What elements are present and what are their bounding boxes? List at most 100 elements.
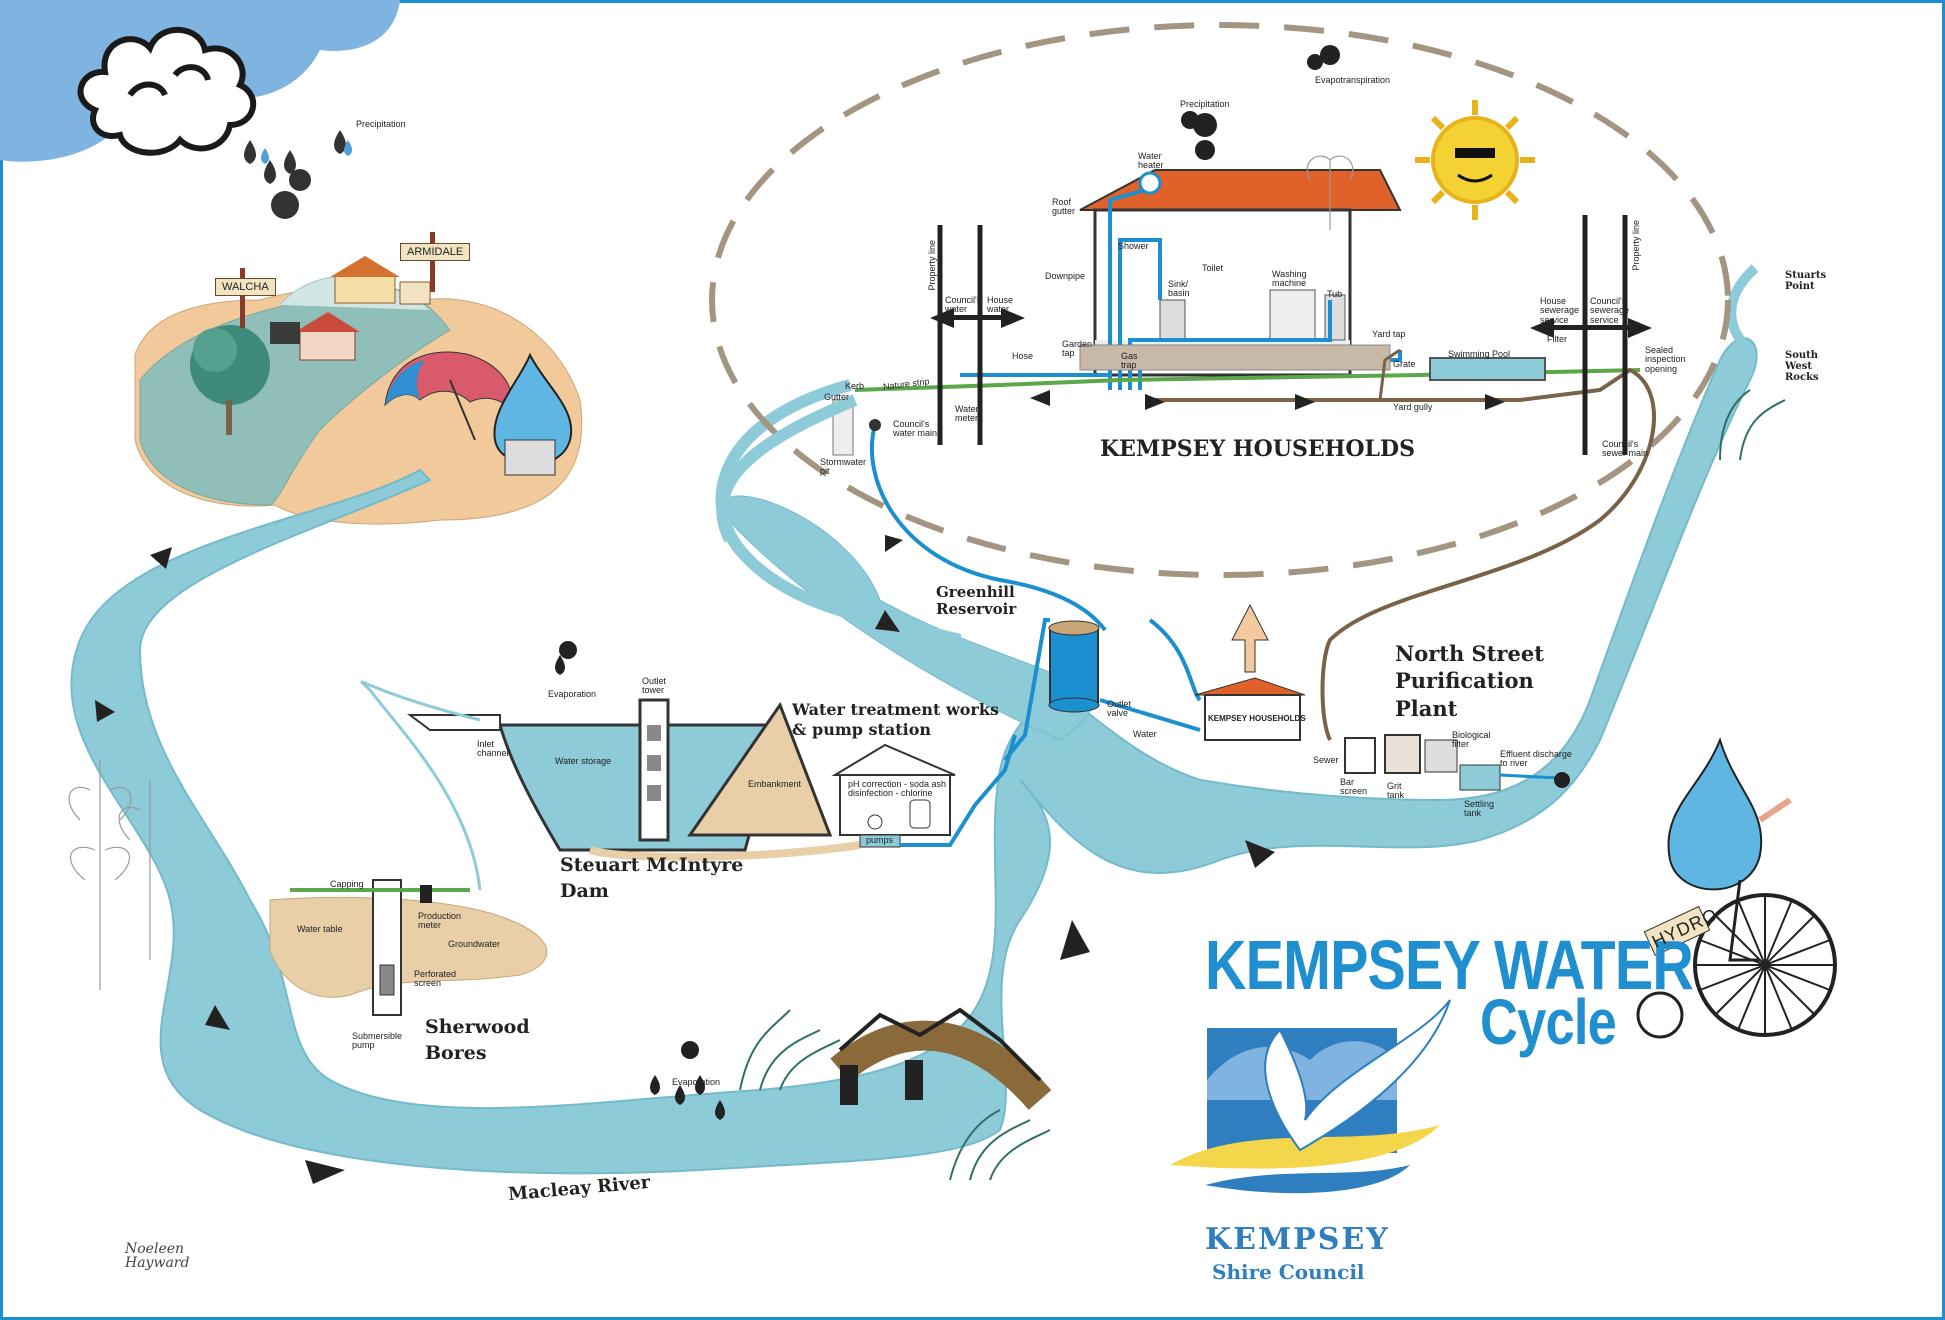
bridge-icon	[830, 1007, 1052, 1110]
heading-treatment: Water treatment works & pump station	[792, 700, 999, 739]
tree-outline-icons	[68, 155, 1354, 990]
label-filter: Filter	[1547, 334, 1567, 344]
heading-households: KEMPSEY HOUSEHOLDS	[1100, 436, 1415, 462]
label-grate: Grate	[1393, 359, 1416, 369]
label-toilet: Toilet	[1202, 263, 1224, 273]
heading-south-west-rocks: South West Rocks	[1785, 350, 1819, 383]
label-house-water: House water	[987, 295, 1014, 315]
artist-signature: Noeleen Hayward	[125, 1241, 190, 1271]
armidale-post	[430, 232, 435, 292]
treatment-works	[831, 743, 956, 848]
label-evaporation-river: Evaporation	[672, 1077, 721, 1087]
label-outlet-valve: Outlet valve	[1107, 699, 1132, 719]
swimming-pool	[1429, 357, 1546, 381]
label-councils-sewer-main: Council's sewer main	[1602, 439, 1649, 459]
sign-armidale: ARMIDALE	[400, 243, 471, 261]
up-arrow	[1231, 603, 1269, 673]
sun-icon	[1415, 100, 1535, 220]
label-water-meter: Water meter	[955, 404, 979, 424]
bore-pipe	[360, 680, 482, 891]
heading-bores: Sherwood Bores	[425, 1016, 530, 1064]
poster-subtitle: Cycle	[1480, 986, 1617, 1058]
label-house-sewerage: House sewerage service	[1540, 296, 1580, 325]
sign-walcha: WALCHA	[215, 278, 276, 296]
label-sealed-inspection: Sealed inspection opening	[1645, 345, 1686, 374]
label-effluent-discharge: Effluent discharge to river	[1500, 749, 1572, 769]
council-name: KEMPSEY	[1205, 1222, 1390, 1257]
label-pumps: pumps	[866, 835, 894, 845]
label-gutter: Gutter	[824, 392, 850, 402]
label-gas-trap: Gas trap	[1121, 351, 1138, 371]
label-shower: Shower	[1118, 241, 1149, 251]
label-groundwater: Groundwater	[448, 939, 501, 949]
steuart-mcintyre-dam	[407, 698, 861, 861]
label-submersible-pump: Submersible pump	[352, 1031, 403, 1051]
label-washing-machine: Washing machine	[1272, 269, 1307, 289]
label-perforated-screen: Perforated screen	[414, 969, 457, 989]
heading-stuarts-point: Stuarts Point	[1785, 270, 1827, 292]
label-water-table: Water table	[297, 924, 343, 934]
label-evaporation-dam: Evaporation	[548, 689, 597, 699]
walcha-post	[240, 268, 245, 328]
property-lines	[937, 215, 1628, 455]
label-inlet-channel: Inlet channel	[477, 739, 509, 759]
label-grit-tank: Grit tank	[1387, 781, 1405, 801]
sherwood-bores	[269, 879, 548, 1016]
stream-to-stuarts	[1726, 264, 1759, 349]
label-sink-basin: Sink/ basin	[1168, 279, 1190, 299]
north-street-plant	[1344, 734, 1570, 791]
label-water-heater: Water heater	[1138, 151, 1164, 171]
label-tub: Tub	[1327, 289, 1343, 299]
flow-arrow-icons	[95, 535, 1275, 1184]
umbrella-character-icon	[384, 351, 573, 476]
evaporation-drop-icons	[555, 45, 1340, 1120]
label-embankment: Embankment	[748, 779, 802, 789]
households-boundary	[709, 22, 1731, 578]
label-garden-tap: Garden tap	[1062, 339, 1093, 359]
sewer-pipe	[1145, 367, 1656, 741]
small-household	[1194, 677, 1306, 741]
bush-icons	[739, 389, 1786, 1181]
rain-drops-icon	[244, 130, 352, 219]
house-foundation	[1079, 344, 1391, 371]
label-sewer: Sewer	[1313, 755, 1339, 765]
council-logo-icon	[1170, 999, 1451, 1194]
label-kerb: Kerb	[845, 381, 865, 391]
label-property-line-right: Property line	[1631, 220, 1641, 271]
label-yard-gully: Yard gully	[1393, 402, 1433, 412]
hill-houses	[270, 256, 431, 361]
heading-greenhill: Greenhill Reservoir	[936, 583, 1017, 618]
label-settling-tank: Settling tank	[1464, 799, 1495, 819]
label-production-meter: Production meter	[418, 911, 462, 931]
label-precipitation-top: Precipitation	[356, 119, 406, 129]
heading-north-street: North Street Purification Plant	[1395, 641, 1544, 721]
heading-households-small: KEMPSEY HOUSEHOLDS	[1208, 714, 1306, 723]
label-councils-water-main: Council's water main	[893, 419, 938, 439]
label-ph-correction: pH correction - soda ash disinfection - …	[848, 779, 947, 799]
label-water-storage: Water storage	[555, 756, 612, 766]
label-evapotranspiration: Evapotranspiration	[1315, 75, 1391, 85]
label-property-line-left: Property line	[927, 240, 937, 291]
label-bar-screen: Bar screen	[1340, 777, 1368, 797]
greenhill-reservoir	[1048, 620, 1100, 713]
label-capping: Capping	[330, 879, 364, 889]
cyclist-character-icon	[1636, 736, 1837, 1039]
water-heater-icon	[1138, 171, 1162, 195]
label-yard-tap: Yard tap	[1372, 329, 1406, 339]
water-main-pipe	[869, 424, 1107, 632]
label-stormwater-pit: Stormwater pit	[820, 457, 867, 477]
label-hose: Hose	[1012, 351, 1034, 361]
direction-arrows	[930, 308, 1652, 410]
poster-title: KEMPSEY WATER	[1205, 926, 1694, 1004]
council-sub: Shire Council	[1212, 1260, 1365, 1284]
label-councils-water: Council's water	[945, 295, 982, 315]
label-councils-sewerage: Council's sewerage service	[1590, 296, 1630, 325]
label-biological-filter: Biological filter	[1452, 730, 1491, 750]
label-outlet-tower: Outlet tower	[642, 676, 667, 696]
label-precipitation-house: Precipitation	[1180, 99, 1230, 109]
macleay-river	[70, 337, 1758, 1175]
rain-cloud-icon	[77, 26, 257, 156]
